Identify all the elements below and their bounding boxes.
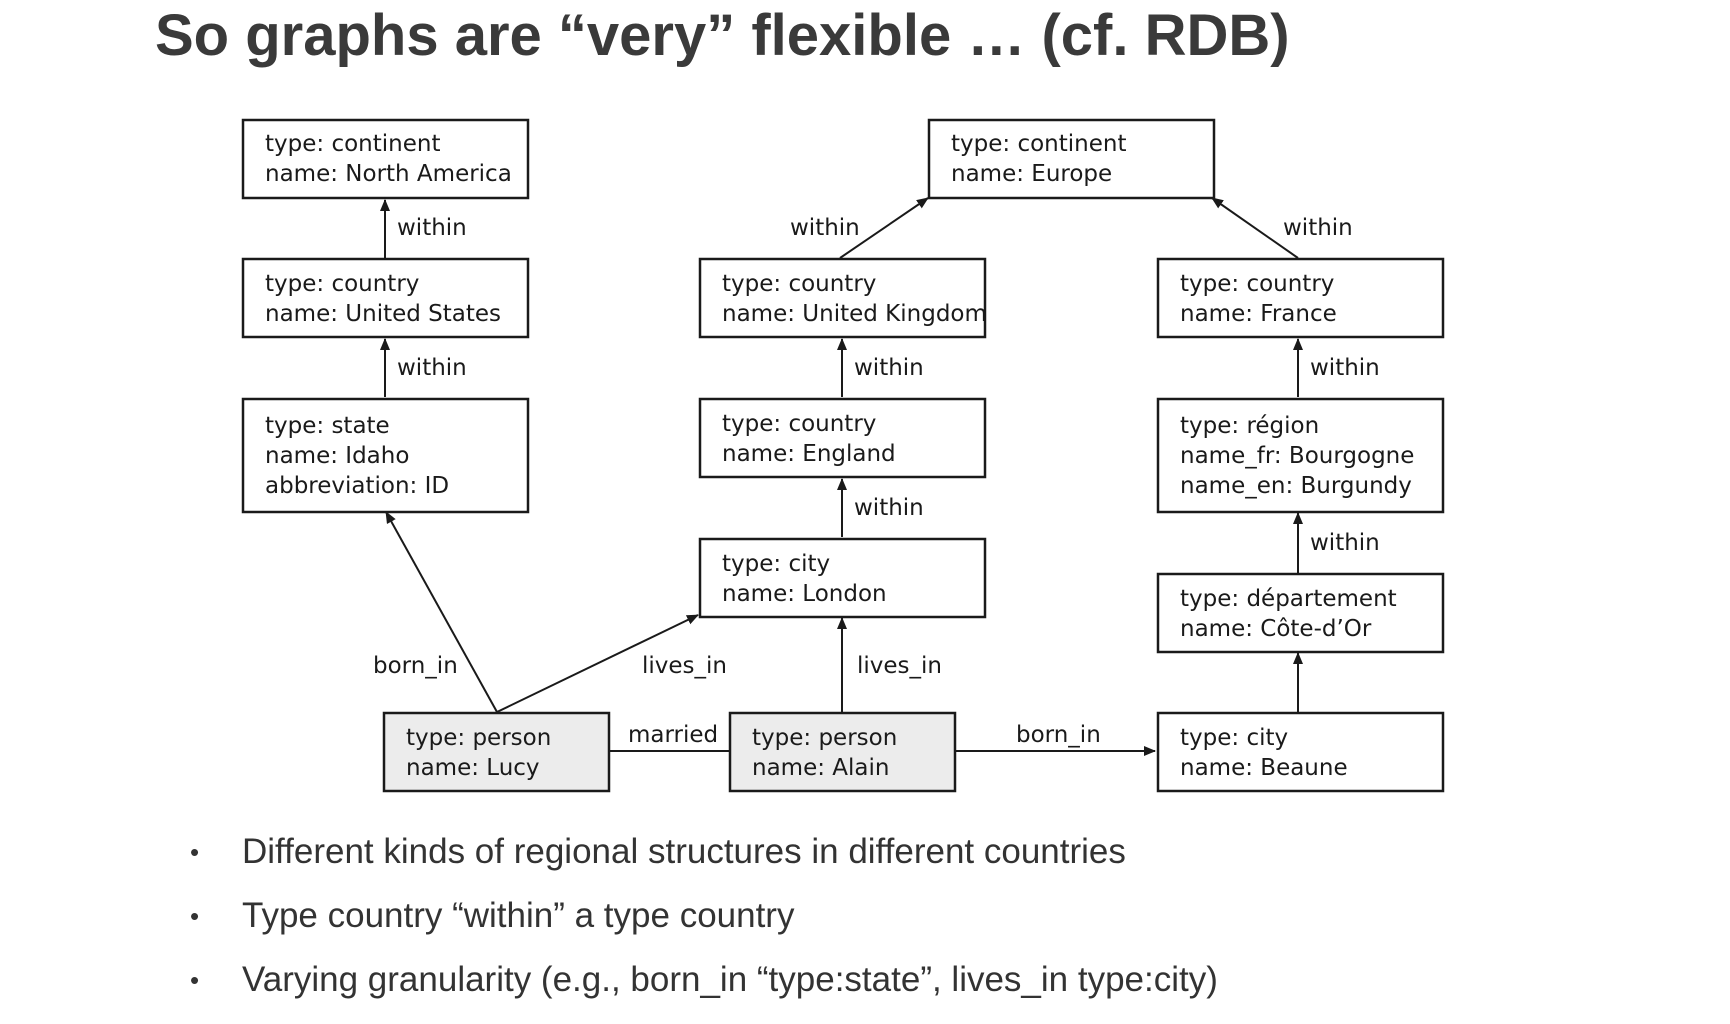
node-text: name_en: Burgundy [1180, 473, 1412, 499]
node-text: type: country [1180, 271, 1334, 297]
bullet-item: • Different kinds of regional structures … [190, 832, 1218, 896]
node-text: type: person [752, 725, 897, 751]
node-cote-dor: type: département name: Côte-d’Or [1156, 572, 1445, 654]
bullet-text: Different kinds of regional structures i… [242, 832, 1126, 871]
bullet-item: • Varying granularity (e.g., born_in “typ… [190, 960, 1218, 1024]
node-text: name_fr: Bourgogne [1180, 443, 1414, 469]
edge-lucy-born-in [385, 511, 498, 713]
bullet-dot-icon: • [190, 837, 200, 867]
node-text: name: Europe [951, 161, 1112, 187]
edge-uk-within [839, 197, 929, 259]
node-text: name: England [722, 441, 896, 467]
node-idaho: type: state name: Idaho abbreviation: ID [241, 397, 530, 514]
node-text: name: North America [265, 161, 512, 187]
node-text: abbreviation: ID [265, 473, 449, 499]
edge-label: born_in [373, 653, 458, 679]
edge-label: within [1283, 215, 1353, 241]
edge-label: lives_in [857, 653, 942, 679]
bullet-dot-icon: • [190, 965, 200, 995]
node-text: type: département [1180, 586, 1397, 612]
node-lucy: type: person name: Lucy [382, 711, 611, 793]
node-text: name: Idaho [265, 443, 409, 469]
node-text: type: continent [265, 131, 440, 157]
edge-label: within [397, 355, 467, 381]
bullet-text: Varying granularity (e.g., born_in “type… [242, 960, 1218, 999]
node-text: type: country [265, 271, 419, 297]
node-text: name: United States [265, 301, 501, 327]
node-alain: type: person name: Alain [728, 711, 957, 793]
edge-label: within [854, 495, 924, 521]
edge-label: within [397, 215, 467, 241]
edges [380, 197, 1303, 756]
bullet-item: • Type country “within” a type country [190, 896, 1218, 960]
edge-label: within [1310, 530, 1380, 556]
node-bourgogne: type: région name_fr: Bourgogne name_en:… [1156, 397, 1445, 514]
node-north-america: type: continent name: North America [241, 118, 530, 200]
node-text: type: state [265, 413, 390, 439]
bullet-dot-icon: • [190, 901, 200, 931]
bullet-text: Type country “within” a type country [242, 896, 795, 935]
node-text: name: France [1180, 301, 1337, 327]
edge-labels: within within within within within withi… [373, 215, 1380, 748]
node-united-kingdom: type: country name: United Kingdom [698, 257, 987, 339]
node-text: name: United Kingdom [722, 301, 987, 327]
node-text: name: Côte-d’Or [1180, 616, 1372, 642]
node-text: type: continent [951, 131, 1126, 157]
bullet-list: • Different kinds of regional structures … [190, 832, 1218, 1024]
node-text: type: city [1180, 725, 1288, 751]
node-text: type: city [722, 551, 830, 577]
edge-label: married [628, 722, 718, 748]
node-text: name: London [722, 581, 887, 607]
node-text: type: région [1180, 413, 1319, 439]
edge-label: within [1310, 355, 1380, 381]
node-united-states: type: country name: United States [241, 257, 530, 339]
slide-title: So graphs are “very” flexible … (cf. RDB… [155, 3, 1290, 68]
edge-label: within [854, 355, 924, 381]
edge-label: born_in [1016, 722, 1101, 748]
edge-label: lives_in [642, 653, 727, 679]
node-europe: type: continent name: Europe [927, 118, 1216, 200]
node-london: type: city name: London [698, 537, 987, 619]
edge-lucy-lives-in [496, 614, 699, 713]
node-text: type: person [406, 725, 551, 751]
node-text: name: Beaune [1180, 755, 1348, 781]
edge-france-within [1211, 197, 1299, 259]
node-text: name: Alain [752, 755, 889, 781]
node-text: name: Lucy [406, 755, 540, 781]
node-beaune: type: city name: Beaune [1156, 711, 1445, 793]
edge-label: within [790, 215, 860, 241]
node-text: type: country [722, 411, 876, 437]
node-text: type: country [722, 271, 876, 297]
node-france: type: country name: France [1156, 257, 1445, 339]
node-england: type: country name: England [698, 397, 987, 479]
